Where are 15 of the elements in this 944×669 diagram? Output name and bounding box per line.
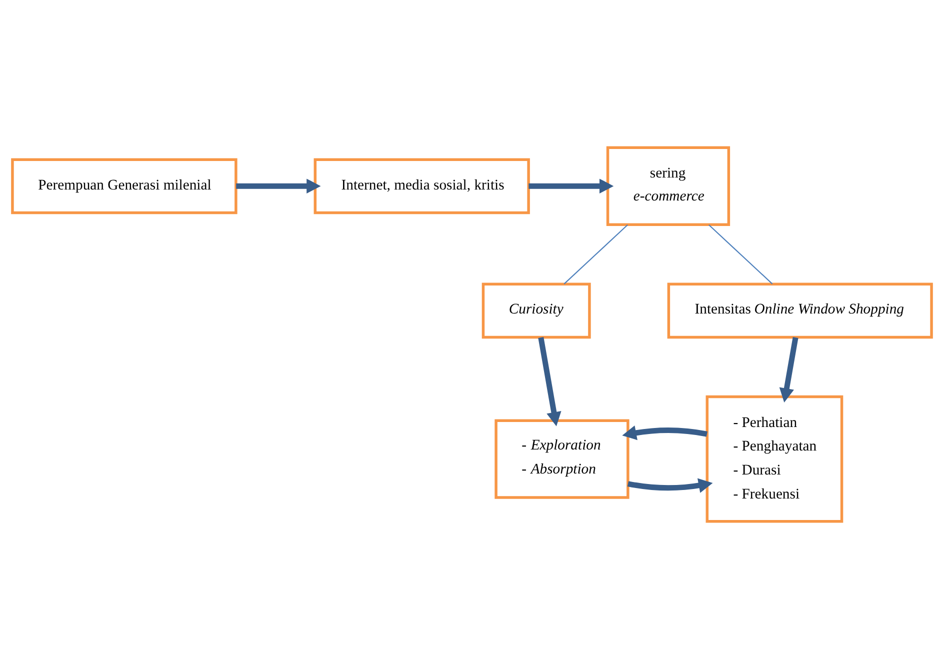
node-box: - Exploration - Absorption xyxy=(494,419,630,499)
arrow xyxy=(528,178,614,194)
node-box: Intensitas Online Window Shopping xyxy=(667,282,933,339)
connector xyxy=(564,224,628,284)
connector xyxy=(708,224,773,284)
arrow xyxy=(538,337,562,426)
node-box: - Perhatian - Penghayatan - Durasi - Frekuensi xyxy=(706,395,844,523)
node-box: Perempuan Generasi milenial xyxy=(11,158,238,214)
arrow xyxy=(622,426,708,440)
arrow xyxy=(627,478,713,493)
node-box: Curiosity xyxy=(482,282,591,339)
arrow xyxy=(236,178,321,194)
node-box: sering e-commerce xyxy=(606,146,730,226)
node-box: Internet, media sosial, kritis xyxy=(314,158,530,214)
arrow xyxy=(779,336,798,402)
